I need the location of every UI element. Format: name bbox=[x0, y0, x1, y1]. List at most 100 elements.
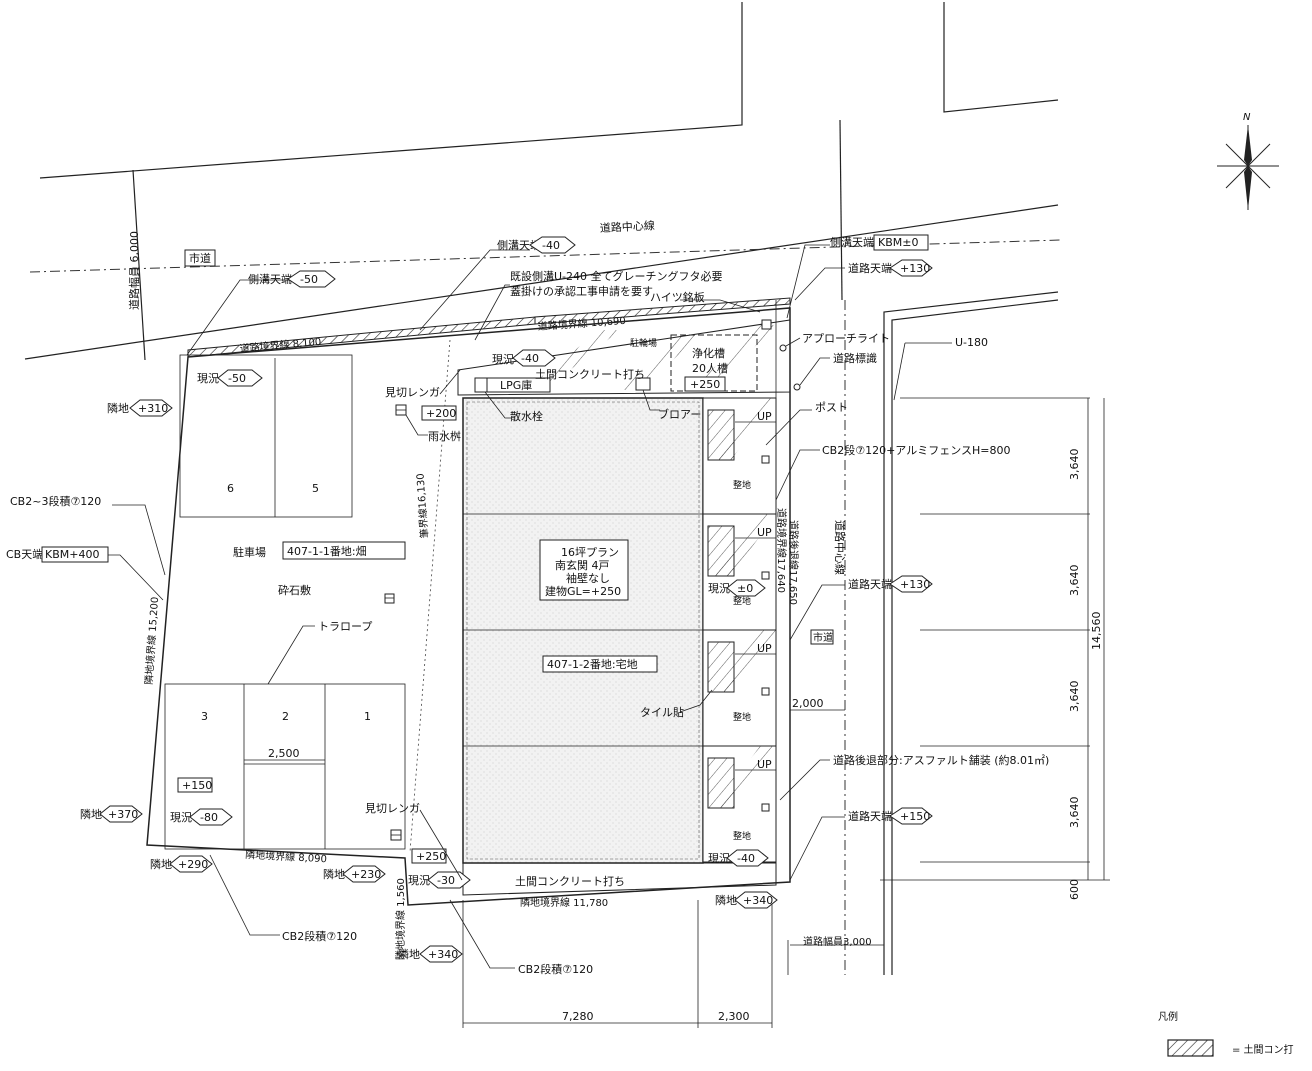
gutter-top-mid-val: -40 bbox=[542, 239, 560, 252]
cb2-bottom-2: CB2段積⑦120 bbox=[518, 962, 593, 976]
up-3: UP bbox=[757, 642, 772, 655]
heights-sign: ハイツ銘板 bbox=[650, 290, 705, 304]
space-width: 2,500 bbox=[268, 747, 300, 760]
gutter-top-left-val: -50 bbox=[300, 273, 318, 286]
cb-top-val: KBM+400 bbox=[45, 548, 99, 561]
dim-600: 600 bbox=[1068, 879, 1081, 900]
lot-split-line bbox=[409, 339, 451, 853]
space-3: 3 bbox=[201, 710, 208, 723]
fence-label: CB2段⑦120+アルミフェンスH=800 bbox=[822, 443, 1010, 457]
parking-area bbox=[164, 354, 406, 850]
up-4: UP bbox=[757, 758, 772, 771]
plan-line-2: 南玄関 4戸 bbox=[555, 558, 610, 572]
adjacent-bottom-left-label: 隣地境界線 8,090 bbox=[245, 848, 327, 865]
lot-boundary bbox=[146, 307, 791, 906]
space-2: 2 bbox=[282, 710, 289, 723]
gutter-top-mid: 側溝天端 bbox=[497, 239, 541, 252]
up-1: UP bbox=[757, 410, 772, 423]
plan-line-4: 建物GL=+250 bbox=[545, 584, 621, 598]
seichi-1: 整地 bbox=[733, 479, 751, 491]
road-boundary-right-label2: 道路境界線17,640 bbox=[775, 508, 788, 593]
neighbor-340b: 隣地 bbox=[715, 893, 737, 907]
lpg-label: LPG庫 bbox=[500, 378, 532, 392]
road-mid-130: 道路天端 bbox=[848, 577, 892, 591]
city-road-tag-box bbox=[184, 249, 216, 267]
neighbor-340b-val: +340 bbox=[743, 894, 773, 907]
neighbor-290-val: +290 bbox=[178, 858, 208, 871]
approach-light: アプローチライト bbox=[802, 332, 890, 345]
blower: ブロアー bbox=[658, 407, 701, 421]
now-m40-val: -40 bbox=[521, 352, 539, 365]
building-lot-no: 407-1-2番地:宅地 bbox=[547, 657, 638, 671]
now-m80: 現況 bbox=[170, 810, 192, 824]
road-center-line bbox=[29, 239, 1061, 273]
mikiri-2: 見切レンガ bbox=[365, 802, 420, 815]
neighbor-340a-val: +340 bbox=[428, 948, 458, 961]
neighbor-370: 隣地 bbox=[80, 807, 102, 821]
neighbor-310: 隣地 bbox=[107, 401, 129, 415]
dim-3640-a: 3,640 bbox=[1068, 449, 1081, 481]
now-m40b: 現況 bbox=[708, 851, 730, 865]
plus200: +200 bbox=[426, 407, 456, 420]
legend-item: = 土間コン打 bbox=[1232, 1043, 1294, 1056]
road-boundary-hatch-right bbox=[534, 297, 791, 325]
dim-7280: 7,280 bbox=[562, 1010, 594, 1023]
neighbor-310-val: +310 bbox=[138, 402, 168, 415]
seichi-2: 整地 bbox=[733, 595, 751, 607]
cb2-bottom-1: CB2段積⑦120 bbox=[282, 929, 357, 943]
road-width-top: 道路幅員 6,000 bbox=[127, 231, 141, 310]
road-top-130: 道路天端 bbox=[848, 261, 892, 275]
parking-lot-no: 407-1-1番地:畑 bbox=[287, 545, 367, 558]
cb-2-3-label: CB2~3段積⑦120 bbox=[10, 494, 101, 508]
gutter-kbm: 側溝天端 bbox=[830, 236, 874, 249]
bike-parking: 駐輪場 bbox=[630, 337, 657, 349]
plan-info-box bbox=[539, 539, 629, 601]
adjacent-bottom-right-label: 隣地境界線 11,780 bbox=[520, 896, 608, 909]
plan-line-3: 袖壁なし bbox=[566, 571, 610, 585]
now-0: 現況 bbox=[708, 581, 730, 595]
gutter-kbm-val: KBM±0 bbox=[878, 236, 918, 249]
gutter-u240-1: 既設側溝U-240 全てグレーチングフタ必要 bbox=[510, 269, 723, 283]
u180-label: U-180 bbox=[955, 336, 988, 349]
septic-2: 20人槽 bbox=[692, 362, 728, 375]
now-m40b-val: -40 bbox=[737, 852, 755, 865]
doma-bottom-label: 土間コンクリート打ち bbox=[515, 874, 625, 888]
north-compass bbox=[1217, 125, 1279, 210]
road-bottom-150-val: +150 bbox=[900, 810, 930, 823]
road-sign: 道路標識 bbox=[833, 351, 877, 365]
rain-basin: 雨水桝 bbox=[428, 429, 461, 443]
plan-line-1: 16坪プラン bbox=[561, 546, 619, 559]
lot-split-line-label: 筆界線16,130 bbox=[413, 473, 431, 539]
top-neighbor-lines bbox=[24, 2, 1059, 361]
plus150: +150 bbox=[182, 779, 212, 792]
parking-label: 駐車場 bbox=[233, 545, 266, 559]
neighbor-340a: 隣地 bbox=[398, 947, 420, 961]
cb-top-label: CB天端 bbox=[6, 548, 43, 561]
compass-north: N bbox=[1243, 112, 1251, 123]
unit-entrances bbox=[702, 397, 777, 863]
adjacent-left-label: 隣地境界線 15,200 bbox=[142, 596, 161, 685]
space-5: 5 bbox=[312, 482, 319, 495]
sprinkler: 散水栓 bbox=[510, 409, 543, 423]
building-footprint bbox=[462, 397, 704, 864]
now-m80-val: -80 bbox=[200, 811, 218, 824]
gutter-top-left: 側溝天端 bbox=[248, 273, 292, 286]
now-m40: 現況 bbox=[492, 352, 514, 366]
post-label: ポスト bbox=[815, 401, 848, 414]
now-0-val: ±0 bbox=[737, 582, 753, 595]
road-width-right: 道路幅員3,000 bbox=[803, 935, 872, 948]
gutter-u240-2: 蓋掛けの承認工事申請を要す bbox=[510, 284, 653, 298]
gravel-label: 砕石敷 bbox=[278, 583, 311, 597]
legend-hatch-swatch bbox=[1167, 1039, 1214, 1057]
plus250-bottom: +250 bbox=[416, 850, 446, 863]
neighbor-370-val: +370 bbox=[108, 808, 138, 821]
legend-title: 凡例 bbox=[1158, 1010, 1178, 1023]
seichi-3: 整地 bbox=[733, 711, 751, 723]
septic-1: 浄化槽 bbox=[692, 346, 725, 360]
road-top-130-val: +130 bbox=[900, 262, 930, 275]
space-1: 1 bbox=[364, 710, 371, 723]
road-center-line-label: 道路中心線 bbox=[599, 218, 655, 235]
now-m50: 現況 bbox=[197, 371, 219, 385]
doma-top-label: 土間コンクリート打ち bbox=[535, 367, 645, 381]
